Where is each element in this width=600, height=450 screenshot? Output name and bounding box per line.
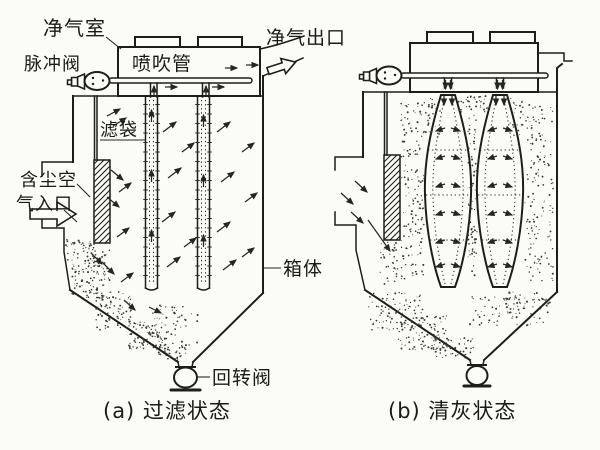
diagram-a-filtering: [29, 35, 305, 392]
label-filter-bag: 滤袋: [100, 120, 138, 141]
label-leader-lines: [63, 36, 281, 378]
outlet-duct-b: [537, 42, 573, 62]
rotary-valve-a: [169, 361, 202, 392]
filter-bag-a2: [195, 95, 212, 291]
label-casing: 箱体: [283, 258, 323, 280]
label-blow-pipe: 喷吹管: [132, 53, 192, 75]
chamber-cap-b2: [489, 31, 536, 44]
outlet-duct-a: [259, 35, 305, 77]
label-pulse-valve: 脉冲阀: [24, 54, 81, 75]
filter-bag-a1: [143, 95, 160, 291]
label-rotary-valve: 回转阀: [212, 367, 272, 389]
label-clean-air-outlet: 净气出口: [266, 27, 346, 49]
labels: 净气室 脉冲阀 喷吹管 净气出口 滤袋 含尘空 气入口 箱体 回转阀 (a) 过…: [16, 16, 516, 423]
pulse-valve-b: [358, 65, 403, 86]
caption-state-b: (b) 清灰状态: [388, 399, 516, 423]
diffuser-plate-a: [93, 95, 111, 244]
outlet-flow-arrow: [265, 57, 298, 76]
chamber-cap-a2: [197, 36, 243, 48]
diffuser-plate-b: [383, 91, 401, 241]
inflated-bag-b1: [423, 94, 473, 288]
flow-arrows-and-dust: [65, 61, 554, 361]
label-dusty-air-inlet-line1: 含尘空: [20, 170, 77, 191]
chamber-cap-b1: [426, 31, 474, 44]
casing-outline-a: [41, 75, 265, 364]
diagram-b-cleaning: [334, 31, 573, 388]
chamber-cap-a1: [134, 36, 181, 48]
clean-air-chamber-a: [117, 46, 261, 97]
inflated-bag-b2: [475, 94, 525, 288]
label-clean-air-chamber: 净气室: [43, 16, 106, 40]
clean-air-chamber-b: [409, 42, 539, 93]
inlet-flow-arrow: [29, 200, 78, 228]
label-dusty-air-inlet-line2: 气入口: [16, 194, 73, 215]
caption-state-a: (a) 过滤状态: [103, 399, 231, 423]
pulse-valve-a: [66, 71, 111, 91]
rotary-valve-b: [462, 359, 492, 388]
